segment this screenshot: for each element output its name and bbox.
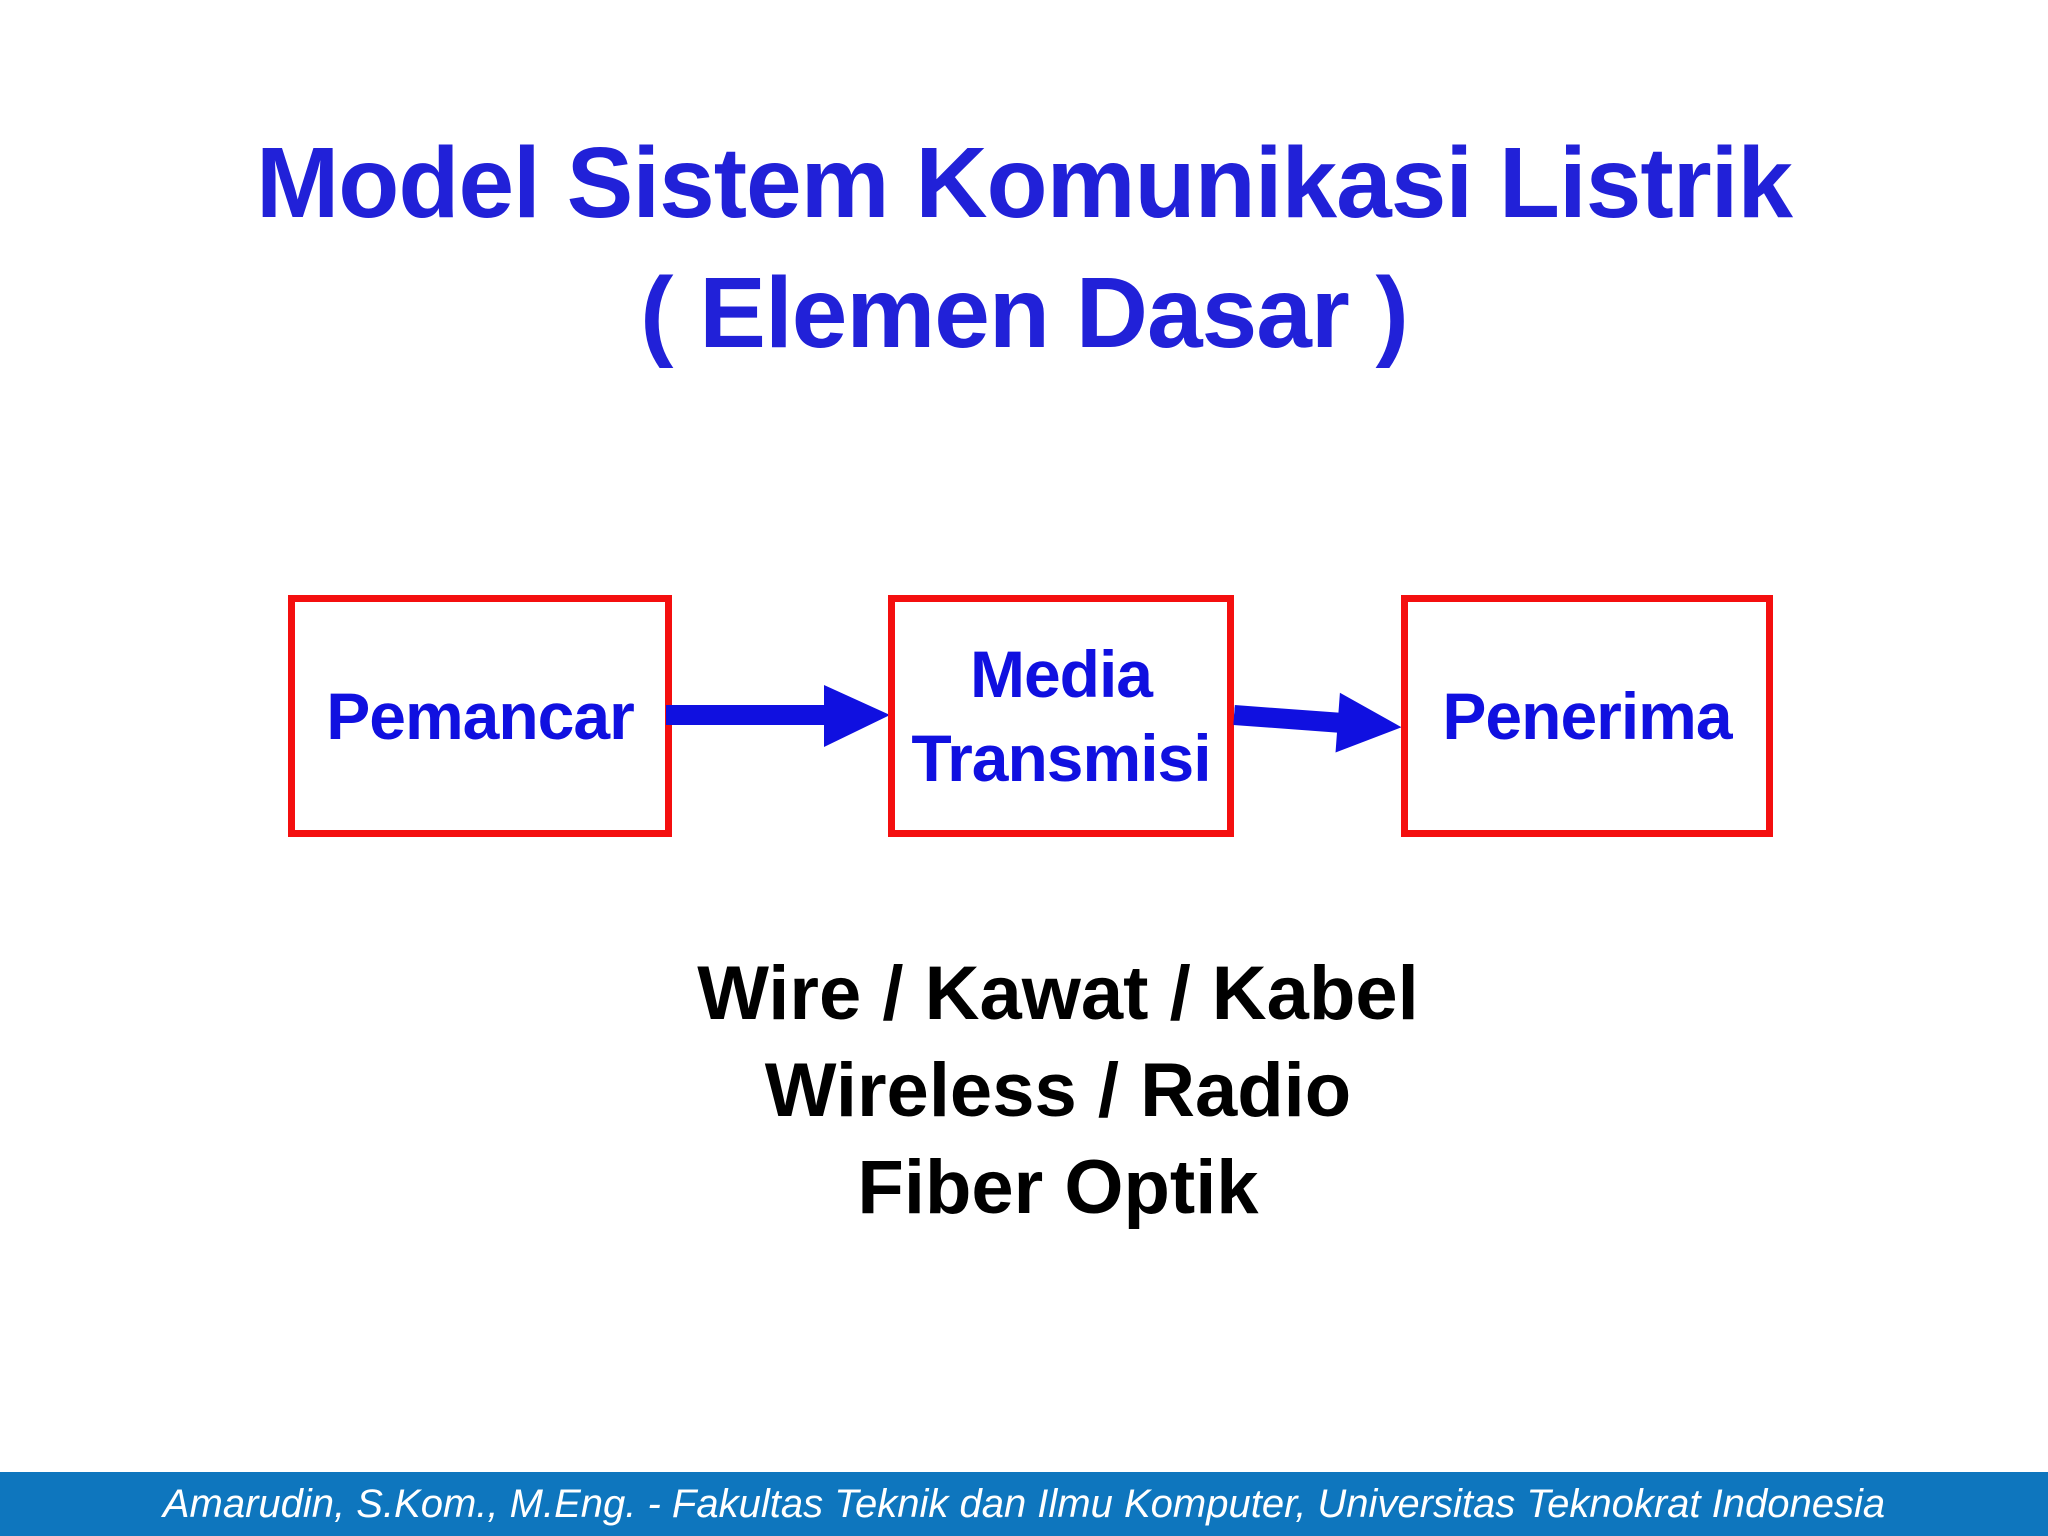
slide-title-line2: ( Elemen Dasar ) [640,257,1409,369]
box-media-transmisi-label: Media Transmisi [911,637,1211,795]
box-media-transmisi: Media Transmisi [888,595,1234,837]
media-list-line-2: Wireless / Radio [764,1048,1352,1133]
slide-title: Model Sistem Komunikasi Listrik ( Elemen… [0,118,2048,378]
arrow-pemancar-to-media-icon [666,685,890,747]
box-pemancar-label: Pemancar [326,679,635,753]
box-penerima: Penerima [1401,595,1773,837]
box-pemancar: Pemancar [288,595,672,837]
transmission-media-list: Wire / Kawat / Kabel Wireless / Radio Fi… [34,945,2048,1236]
slide-title-line1: Model Sistem Komunikasi Listrik [255,127,1793,239]
footer-credit-text: Amarudin, S.Kom., M.Eng. - Fakultas Tekn… [162,1481,1886,1526]
footer-bar: Amarudin, S.Kom., M.Eng. - Fakultas Tekn… [0,1472,2048,1536]
media-list-line-3: Fiber Optik [857,1145,1259,1230]
box-penerima-label: Penerima [1442,679,1732,753]
media-list-line-1: Wire / Kawat / Kabel [697,951,1419,1036]
arrow-media-to-penerima-icon [1233,692,1402,753]
